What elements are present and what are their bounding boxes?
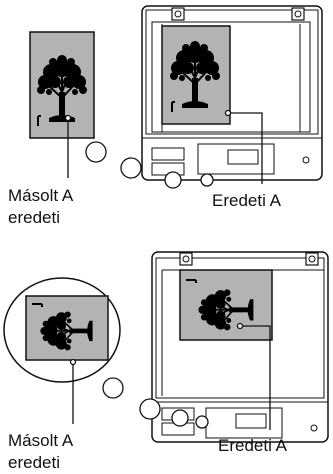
mark-icon [186,279,197,283]
original-label: Eredeti A [218,436,288,455]
copied-original-label: Másolt A [8,186,74,205]
mark-icon [32,303,43,307]
bottom-panel: Másolt A eredeti Eredeti A [3,251,329,472]
copied-original-label: eredeti [8,208,60,227]
bubble-icon [195,415,209,429]
bubble-icon [120,157,142,179]
mark-icon [171,101,175,112]
bubble-icon [164,171,182,189]
hinge-icon [171,7,185,21]
original-label: Eredeti A [212,191,282,210]
copier-top-view [141,5,323,181]
copied-original-label: eredeti [8,453,60,472]
copier-top-view [151,251,329,443]
bubble-icon [102,377,124,399]
copied-page [29,31,95,139]
mark-icon [37,115,41,126]
hinge-icon [291,7,305,21]
hinge-icon [179,252,193,266]
bubble-icon [200,173,214,187]
copied-page [25,295,109,361]
hinge-icon [305,252,319,266]
bubble-icon [171,409,189,427]
bubble-icon [85,141,107,163]
top-panel: Másolt A eredeti Eredeti A [8,5,323,227]
bubble-icon [139,398,161,420]
copied-original-label: Másolt A [8,431,74,450]
